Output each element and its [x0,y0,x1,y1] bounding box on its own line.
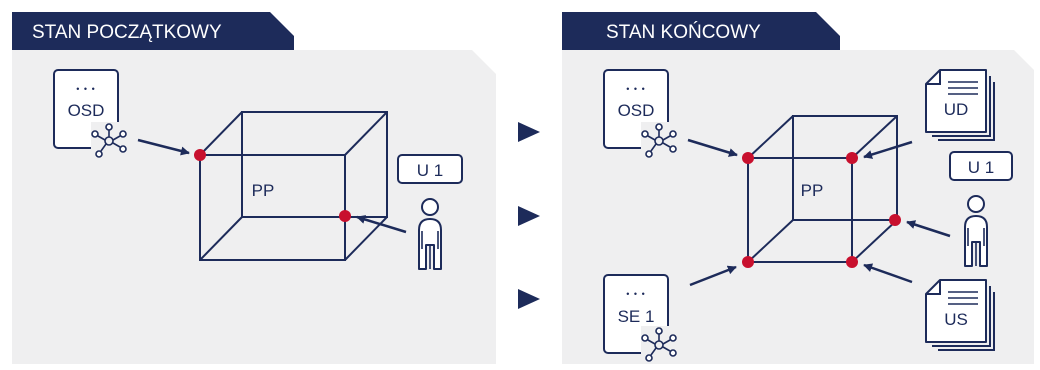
left-panel-background [12,50,496,364]
cube-node-left [194,149,206,161]
osd-document-dots: • • • [76,84,95,94]
ud-stack-label: UD [944,100,969,119]
cube-node-top-right [846,152,858,164]
arrow-se1-to-cube [689,265,737,287]
left-panel-title: STAN POCZĄTKOWY [32,22,222,43]
us-document-stack-icon: US [925,279,995,351]
left-panel: STAN POCZĄTKOWY • • • OSD PP U 1 [12,12,496,364]
cube-node-side [889,214,901,226]
osd-document-label: OSD [68,101,105,120]
cube-node-bottom-left [742,256,754,268]
arrow-user-to-cube-right [906,220,951,238]
person-icon [418,198,442,270]
osd-document-dots-right: • • • [626,84,645,94]
transition-arrow-middle [518,206,540,226]
person-icon [964,195,988,267]
arrow-user-to-cube [356,215,407,234]
transition-arrow-bottom [518,289,540,309]
arrow-osd-to-cube-right [687,138,738,157]
left-panel-header-tab [12,12,294,50]
left-cube-label: PP [252,181,275,200]
ud-document-stack-icon: UD [925,69,995,141]
arrow-ud-to-cube [863,140,913,159]
arrow-osd-to-cube [137,138,190,156]
cube-node-top-left [742,152,754,164]
user-u1-box: U 1 [397,154,463,184]
cube-node-right [339,210,351,222]
us-stack-label: US [944,310,968,329]
right-panel-title: STAN KOŃCOWY [606,22,761,43]
osd-document-icon-right: • • • OSD [603,69,677,158]
pp-cube-right [747,115,898,263]
user-u1-label-right: U 1 [968,158,994,177]
arrow-us-to-cube [863,263,913,284]
right-panel-header-tab [562,12,840,50]
se1-document-dots: • • • [626,289,645,299]
right-cube-label: PP [801,181,824,200]
user-u1-label: U 1 [417,161,443,180]
se1-document-label: SE 1 [618,307,655,326]
user-u1-box-right: U 1 [949,151,1013,181]
pp-cube [199,111,388,261]
right-panel: STAN KOŃCOWY • • • OSD • • • SE 1 PP [562,12,1034,364]
transition-arrow-top [518,122,540,142]
right-panel-background [562,50,1034,364]
cube-node-bottom-right [846,256,858,268]
se1-document-icon: • • • SE 1 [603,274,677,362]
osd-document-icon: • • • OSD [53,69,127,158]
osd-document-label-right: OSD [618,101,655,120]
